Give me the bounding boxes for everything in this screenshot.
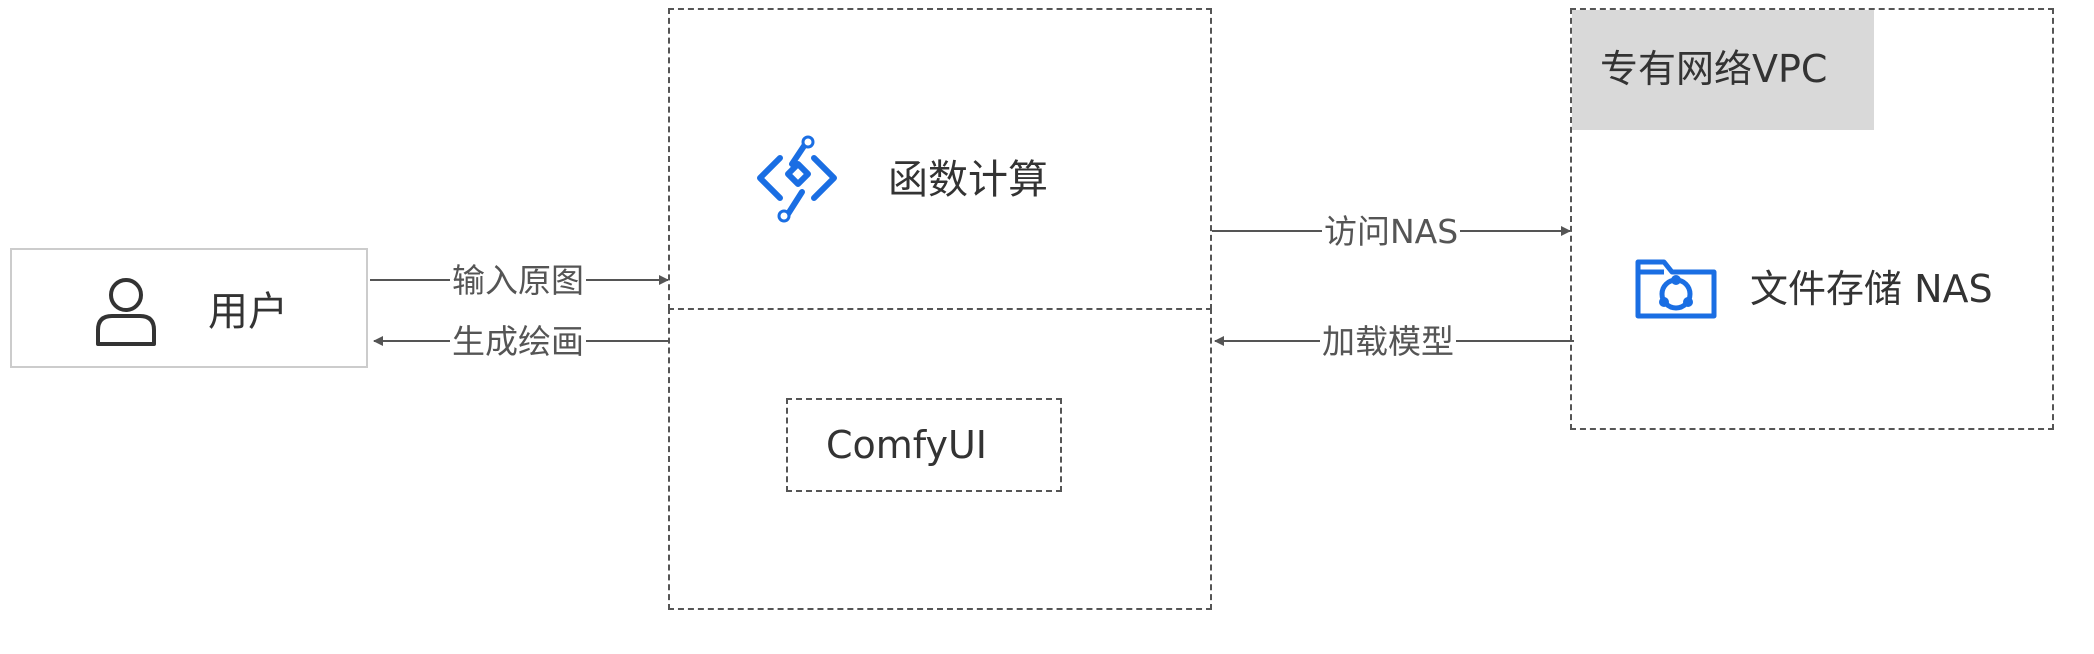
fc-node: 函数计算 (668, 8, 1212, 310)
vpc-container: 专有网络VPC 文件存储 NAS (1570, 8, 2054, 430)
vpc-header: 专有网络VPC (1572, 10, 1874, 130)
user-icon (86, 270, 166, 350)
nas-folder-icon (1634, 252, 1718, 320)
vpc-label: 专有网络VPC (1600, 47, 1828, 91)
fc-runtime-container: ComfyUI (668, 308, 1212, 610)
comfyui-label: ComfyUI (826, 423, 988, 467)
fc-label: 函数计算 (888, 157, 1048, 203)
edge-input-image-label: 输入原图 (450, 261, 586, 300)
comfyui-node: ComfyUI (786, 398, 1062, 492)
edge-generate-drawing-label: 生成绘画 (450, 322, 586, 361)
user-label: 用户 (208, 289, 288, 335)
nas-label: 文件存储 NAS (1750, 267, 1993, 311)
user-node: 用户 (10, 248, 368, 368)
edge-load-model-label: 加载模型 (1320, 322, 1456, 361)
edge-access-nas-label: 访问NAS (1322, 212, 1461, 251)
function-compute-icon (752, 134, 842, 224)
